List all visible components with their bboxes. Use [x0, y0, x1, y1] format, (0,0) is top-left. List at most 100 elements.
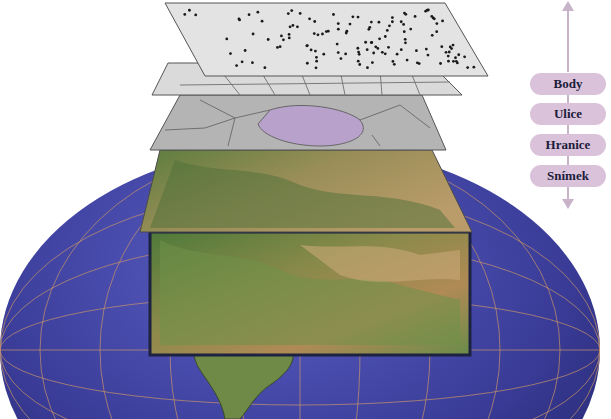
point-feature [372, 52, 375, 55]
point-feature [430, 15, 433, 18]
point-feature [310, 48, 313, 51]
point-feature [392, 60, 395, 63]
point-feature [306, 62, 309, 65]
point-feature [314, 50, 317, 53]
point-feature [357, 16, 360, 19]
point-feature [256, 11, 259, 14]
point-feature [370, 41, 373, 44]
point-feature [235, 64, 238, 67]
point-feature [440, 45, 443, 48]
point-feature [305, 44, 308, 47]
point-feature [449, 46, 452, 49]
point-feature [364, 41, 367, 44]
point-feature [472, 66, 475, 69]
point-feature [337, 28, 340, 31]
point-feature [409, 28, 412, 31]
point-feature [439, 62, 442, 65]
point-feature [384, 35, 387, 38]
point-feature [336, 43, 339, 46]
point-feature [386, 29, 389, 32]
point-feature [183, 13, 186, 16]
point-feature [466, 66, 469, 69]
point-feature [252, 33, 255, 36]
point-feature [279, 45, 282, 48]
point-feature [321, 33, 324, 36]
point-feature [263, 66, 266, 69]
layer-label: Body [554, 76, 583, 92]
point-feature [391, 20, 394, 23]
point-feature [454, 56, 457, 59]
layer-label-pill: Ulice [530, 103, 606, 125]
point-feature [261, 20, 264, 23]
point-feature [358, 63, 361, 66]
point-feature [447, 60, 450, 63]
point-feature [299, 12, 302, 15]
scale-arrow-head [562, 1, 574, 11]
point-feature [315, 56, 318, 59]
point-feature [404, 41, 407, 44]
point-feature [396, 53, 399, 56]
point-feature [248, 13, 251, 16]
point-feature [402, 23, 405, 26]
point-feature [337, 51, 340, 54]
point-feature [371, 61, 374, 64]
point-feature [313, 20, 316, 23]
point-feature [238, 18, 241, 21]
point-feature [241, 60, 244, 63]
point-feature [378, 21, 381, 24]
point-feature [351, 15, 354, 18]
satellite-footprint [150, 232, 470, 355]
point-feature [356, 47, 359, 50]
point-feature [393, 63, 396, 66]
point-feature [290, 9, 293, 12]
point-feature [288, 33, 291, 36]
point-feature [282, 38, 285, 41]
point-feature [441, 20, 444, 23]
point-feature [313, 32, 316, 35]
point-feature [457, 53, 460, 56]
point-feature [381, 51, 384, 54]
point-feature [431, 34, 434, 37]
layer-label-pill: Hranice [530, 134, 606, 156]
layer-label: Snímek [547, 168, 589, 184]
point-feature [447, 55, 450, 58]
point-feature [414, 15, 417, 18]
point-feature [327, 30, 330, 33]
point-feature [387, 46, 390, 49]
point-feature [315, 66, 318, 69]
point-feature [288, 37, 291, 40]
point-feature [415, 49, 418, 52]
point-feature [296, 25, 299, 28]
point-feature [317, 33, 320, 36]
point-layer [165, 3, 488, 76]
point-feature [404, 13, 407, 16]
point-feature [344, 53, 347, 56]
point-feature [404, 38, 407, 41]
point-feature [370, 21, 373, 24]
point-feature [251, 61, 254, 64]
point-feature [448, 51, 451, 54]
point-feature [315, 60, 318, 63]
point-feature [400, 20, 403, 23]
point-feature [391, 16, 394, 19]
point-feature [289, 25, 292, 28]
boundary-layer [150, 95, 446, 150]
point-feature [384, 52, 387, 55]
point-feature [340, 57, 343, 60]
point-feature [194, 14, 197, 17]
point-feature [345, 32, 348, 35]
point-feature [400, 48, 403, 51]
point-feature [306, 44, 309, 47]
point-feature [308, 17, 311, 20]
point-feature [229, 52, 232, 55]
point-feature [322, 53, 325, 56]
point-feature [403, 30, 406, 33]
point-feature [406, 59, 409, 62]
point-feature [276, 46, 279, 49]
scale-arrow-head [562, 199, 574, 209]
point-feature [349, 23, 352, 26]
point-feature [366, 48, 369, 51]
point-feature [452, 60, 455, 63]
